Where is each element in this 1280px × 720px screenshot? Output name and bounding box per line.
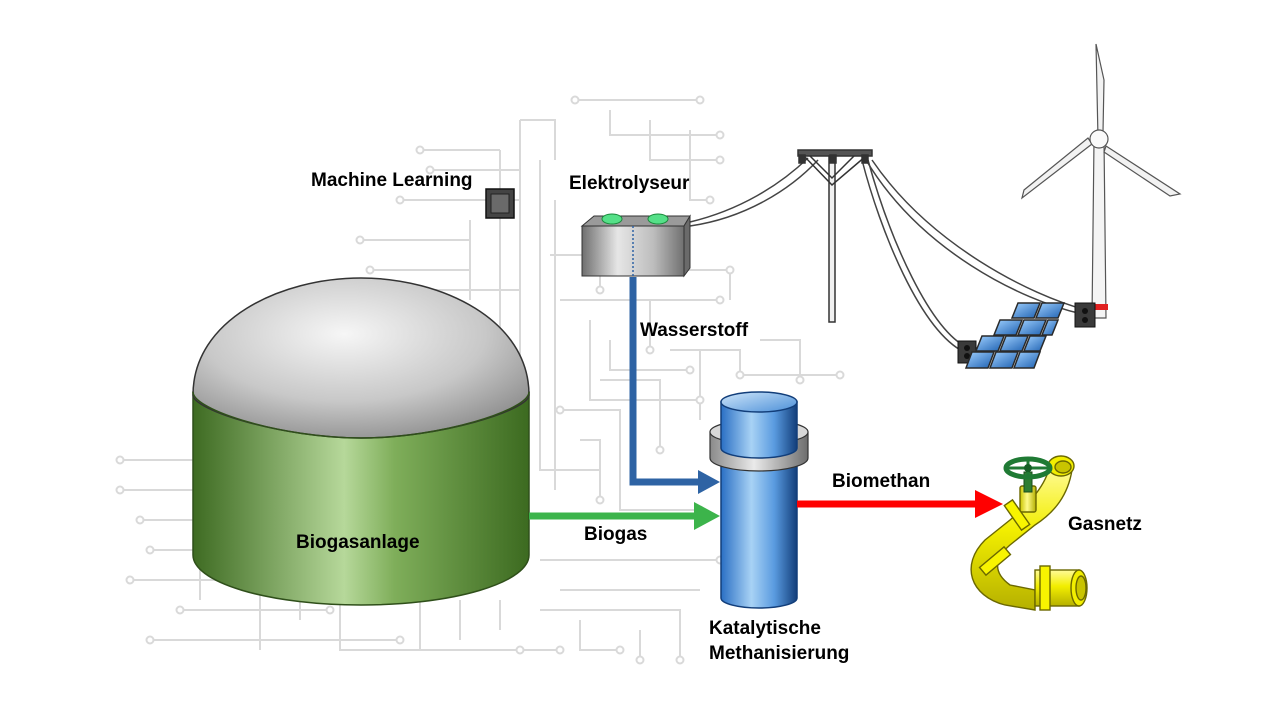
junction-box-icon bbox=[957, 302, 1096, 364]
solar-panel-icon bbox=[964, 302, 1066, 369]
gasnetz-label: Gasnetz bbox=[1068, 514, 1142, 535]
wind-turbine-icon bbox=[1020, 43, 1182, 319]
biomethan-label: Biomethan bbox=[832, 471, 931, 492]
methanisierung-label-line2: Methanisierung bbox=[709, 643, 850, 664]
biogas-tank-icon bbox=[192, 277, 530, 606]
machine-learning-label: Machine Learning bbox=[311, 170, 473, 191]
biogas-arrow bbox=[529, 502, 720, 530]
methanisierung-label-line1: Katalytische bbox=[709, 618, 821, 639]
machine-learning-chip-icon bbox=[485, 188, 515, 219]
pipeline-icon bbox=[970, 455, 1088, 611]
wasserstoff-label: Wasserstoff bbox=[640, 320, 749, 341]
biomethan-arrow bbox=[797, 490, 1003, 518]
electrolyzer-icon bbox=[580, 213, 691, 278]
biogasanlage-label: Biogasanlage bbox=[296, 532, 420, 553]
elektrolyseur-label: Elektrolyseur bbox=[569, 173, 690, 194]
biogas-label: Biogas bbox=[584, 524, 648, 545]
valve-wheel-icon bbox=[1003, 456, 1053, 493]
power-pylon-icon bbox=[797, 149, 873, 323]
wasserstoff-arrow bbox=[629, 277, 720, 494]
circuit-nodes-icon bbox=[115, 95, 845, 665]
methanation-reactor-icon bbox=[709, 391, 809, 609]
